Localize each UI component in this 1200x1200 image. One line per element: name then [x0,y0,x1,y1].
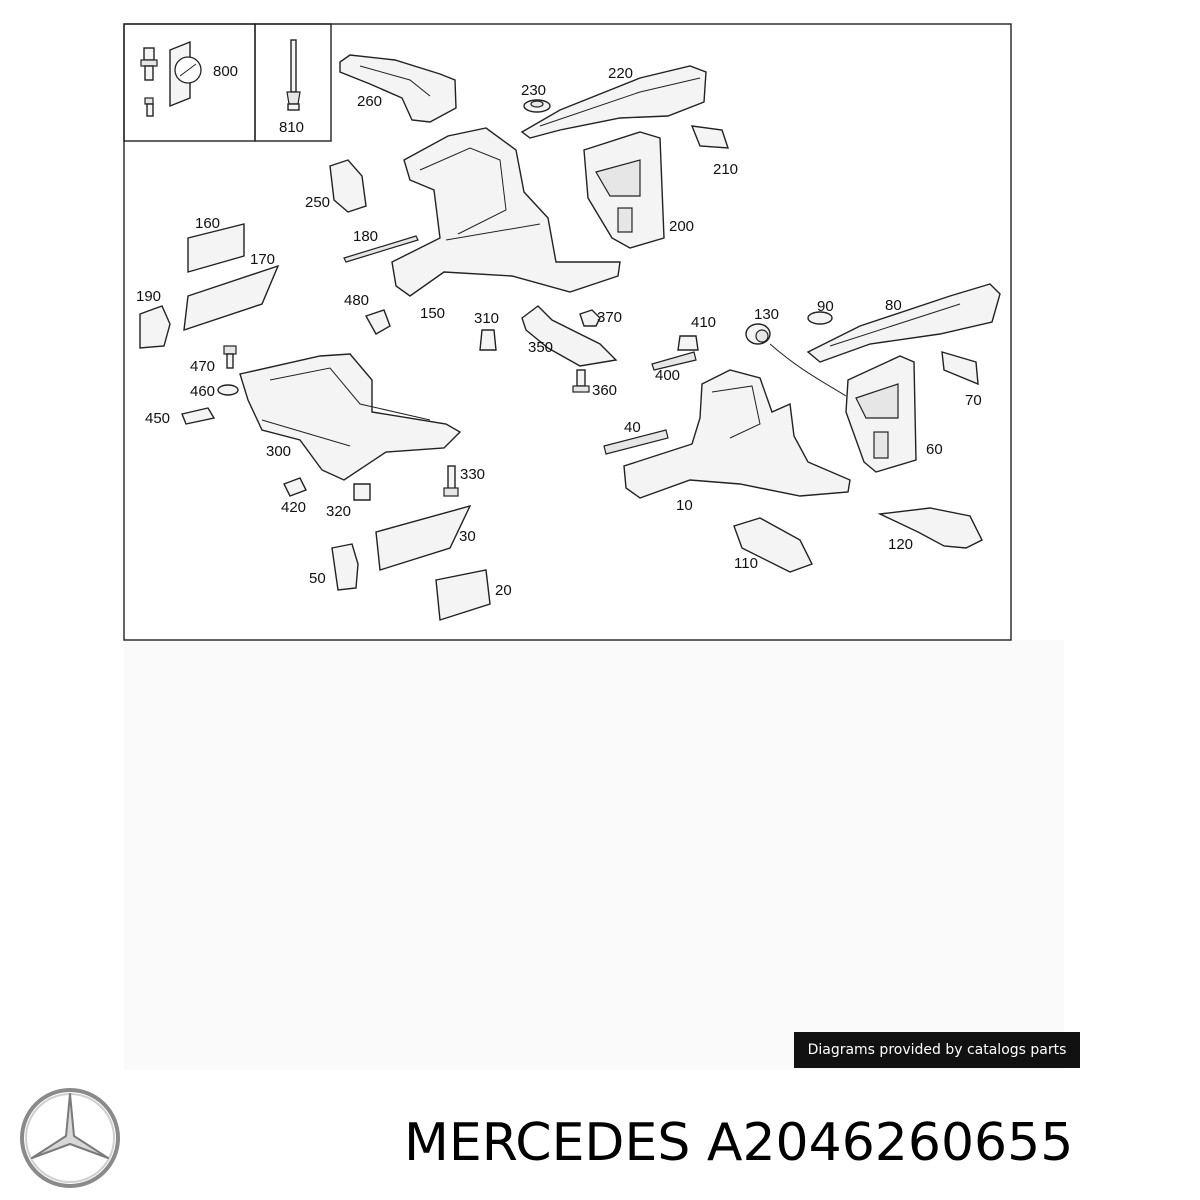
callout-50: 50 [309,570,326,587]
part-370 [579,309,601,327]
part-title: MERCEDES A2046260655 [404,1108,1194,1178]
part-wheelhouse-assembly [391,127,621,297]
part-450 [181,407,216,425]
callout-300: 300 [266,443,291,460]
callout-10: 10 [676,497,693,514]
part-10 [623,369,851,499]
callout-70: 70 [965,392,982,409]
callout-460: 460 [190,383,215,400]
part-330 [443,465,459,497]
callout-60: 60 [926,441,943,458]
part-470 [223,345,237,369]
brand-name: MERCEDES [404,1113,691,1173]
part-30 [375,504,472,571]
callout-90: 90 [817,298,834,315]
callout-260: 260 [357,93,382,110]
part-300 [239,353,462,481]
part-160 [187,223,245,273]
part-260 [339,54,457,123]
callout-800: 800 [213,63,238,80]
part-90 [807,311,833,325]
part-180 [343,235,419,263]
callout-40: 40 [624,419,641,436]
part-480 [364,309,391,335]
part-40 [603,429,669,455]
callout-410: 410 [691,314,716,331]
part-350 [521,305,618,367]
callout-130: 130 [754,306,779,323]
part-420 [283,477,307,497]
callout-350: 350 [528,339,553,356]
callout-480: 480 [344,292,369,309]
part-80 [806,283,1001,363]
diagram-backdrop [124,640,1064,1070]
callout-170: 170 [250,251,275,268]
part-810-bolt [286,39,301,111]
part-number: A2046260655 [706,1113,1074,1173]
callout-230: 230 [521,82,546,99]
part-170 [183,264,280,332]
part-360 [572,369,590,393]
callout-360: 360 [592,382,617,399]
callout-110: 110 [734,555,758,572]
part-220 [520,65,707,139]
callout-470: 470 [190,358,215,375]
callout-210: 210 [713,161,738,178]
credit-text: Diagrams provided by catalogs parts [807,1042,1067,1058]
part-210 [690,125,729,149]
callout-420: 420 [281,499,306,516]
callout-190: 190 [136,288,161,305]
credit-banner: Diagrams provided by catalogs parts [794,1032,1080,1068]
part-50 [331,543,359,591]
part-310 [479,329,497,351]
part-110 [733,517,813,573]
inset-box-810 [254,23,332,142]
callout-330: 330 [460,466,485,483]
callout-180: 180 [353,228,378,245]
part-320 [353,483,371,501]
callout-30: 30 [459,528,476,545]
callout-80: 80 [885,297,902,314]
parts-diagram: 800 810 260 230 220 210 200 250 160 170 … [123,23,1064,1070]
part-230 [523,99,551,113]
callout-310: 310 [474,310,499,327]
callout-150: 150 [420,305,445,322]
part-70 [941,351,979,386]
part-460 [217,384,239,396]
part-130 [745,323,847,397]
part-400 [651,351,697,371]
callout-810: 810 [279,119,304,136]
callout-450: 450 [145,410,170,427]
part-120 [877,507,983,549]
callout-250: 250 [305,194,330,211]
callout-220: 220 [608,65,633,82]
callout-120: 120 [888,536,913,553]
part-410 [677,335,699,351]
part-190 [139,305,171,349]
callout-200: 200 [669,218,694,235]
callout-labels: 800 810 260 230 220 210 200 250 160 170 … [136,63,982,599]
callout-400: 400 [655,367,680,384]
part-20 [435,569,491,621]
callout-160: 160 [195,215,220,232]
callout-320: 320 [326,503,351,520]
part-800-fasteners [140,40,202,117]
callout-20: 20 [495,582,512,599]
part-250 [329,159,367,213]
mercedes-star-icon [20,1088,120,1188]
callout-370: 370 [597,309,622,326]
